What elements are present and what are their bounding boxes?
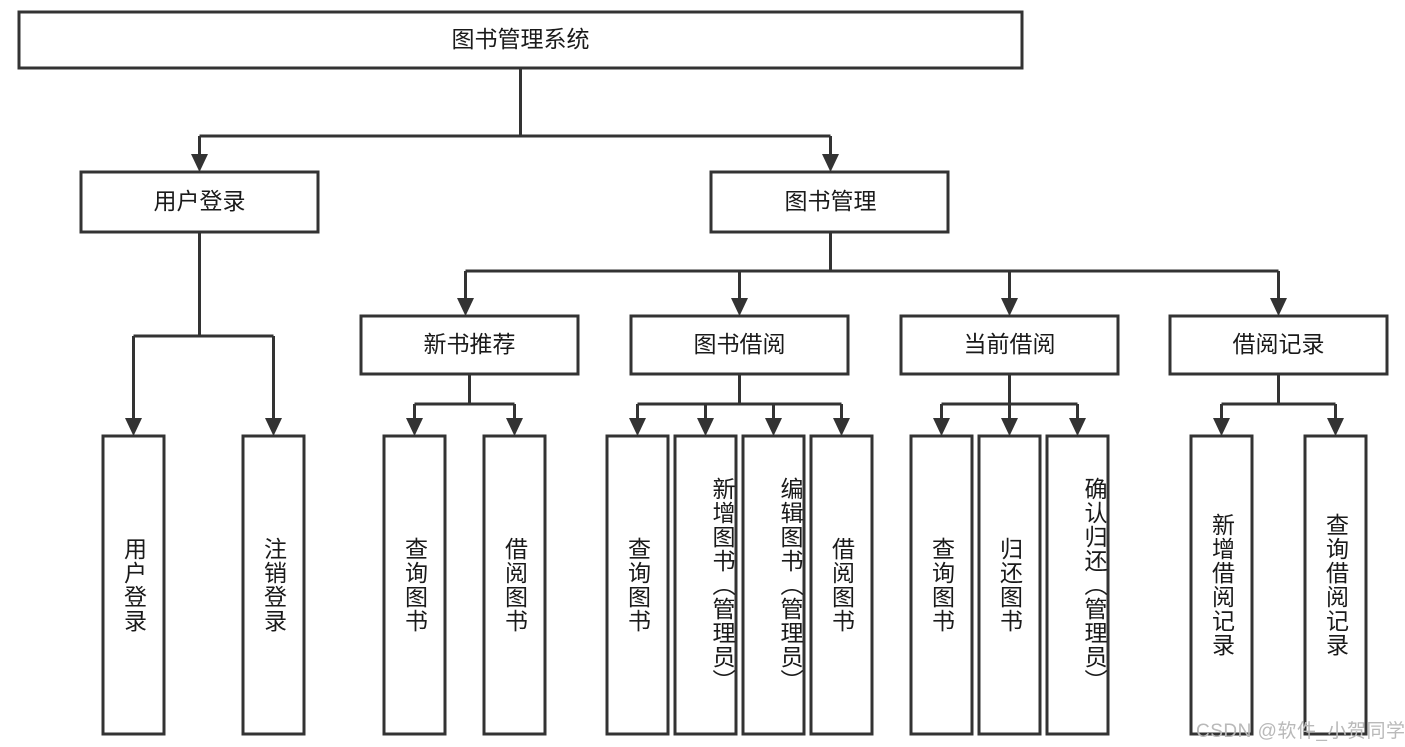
leaf-label-book-borrow-3: 借阅图书 [828,537,855,633]
leaf-label-new-book-1: 借阅图书 [501,537,528,633]
arrow-book-mgmt-to-l3-1 [731,298,748,316]
connector-group [125,68,1344,436]
leaf-box-book-borrow-2[interactable] [741,434,806,736]
node-current-borrow[interactable]: 当前借阅 [899,314,1120,376]
leaf-label-book-borrow-0: 查询图书 [624,537,651,633]
node-book-borrow-box[interactable] [629,314,850,376]
arrow-l3-2-leaf-1 [1001,418,1018,436]
node-book-management-label: 图书管理 [785,188,877,214]
leaf-box-book-borrow-0[interactable] [605,434,670,736]
arrow-l3-1-leaf-3 [833,418,850,436]
leaf-label-current-borrow-1: 归还图书 [996,537,1023,633]
node-new-book-recommend-box[interactable] [359,314,580,376]
leaf-box-new-book-1[interactable] [482,434,547,736]
leaf-box-new-book-0[interactable] [382,434,447,736]
arrow-l3-3-leaf-0 [1213,418,1230,436]
leaf-box-current-borrow-0[interactable] [909,434,974,736]
arrow-root-to-user-login [191,154,208,172]
leaf-label-book-borrow-1: 新增图书（管理员） [709,477,735,693]
leaf-label-book-borrow-2: 编辑图书（管理员） [777,477,803,693]
arrow-l3-2-leaf-2 [1069,418,1086,436]
arrow-book-mgmt-to-l3-0 [457,298,474,316]
node-borrow-record[interactable]: 借阅记录 [1168,314,1389,376]
arrow-l3-0-leaf-1 [506,418,523,436]
node-user-login-label: 用户登录 [154,188,246,214]
leaf-box-user-login-0[interactable] [101,434,166,736]
leaf-box-borrow-record-1[interactable] [1303,434,1368,736]
arrow-book-mgmt-to-l3-2 [1001,298,1018,316]
arrow-l3-2-leaf-0 [933,418,950,436]
leaf-label-user-login-1: 注销登录 [260,537,287,633]
node-borrow-record-label: 借阅记录 [1233,331,1325,357]
node-book-borrow[interactable]: 图书借阅 [629,314,850,376]
node-root-label: 图书管理系统 [452,26,590,52]
leaf-label-new-book-0: 查询图书 [401,537,428,633]
leaf-label-current-borrow-2: 确认归还（管理员） [1081,477,1107,693]
leaf-box-current-borrow-1[interactable] [977,434,1042,736]
node-borrow-record-box[interactable] [1168,314,1389,376]
leaf-box-book-borrow-1[interactable] [673,434,738,736]
leaf-label-borrow-record-0: 新增借阅记录 [1208,513,1235,657]
csdn-watermark: CSDN @软件_小贺同学 [1196,721,1405,742]
node-user-login[interactable]: 用户登录 [79,170,320,234]
arrow-l3-0-leaf-0 [406,418,423,436]
leaf-label-borrow-record-1: 查询借阅记录 [1322,513,1349,657]
node-new-book-recommend-label: 新书推荐 [424,331,516,357]
leaf-box-book-borrow-3[interactable] [809,434,874,736]
arrow-l3-1-leaf-1 [697,418,714,436]
leaf-box-borrow-record-0[interactable] [1189,434,1254,736]
arrow-book-mgmt-to-l3-3 [1270,298,1287,316]
arrow-l3-3-leaf-1 [1327,418,1344,436]
node-book-management[interactable]: 图书管理 [709,170,950,234]
arrow-l3-1-leaf-2 [765,418,782,436]
arrow-user-login-leaf-1 [265,418,282,436]
node-current-borrow-box[interactable] [899,314,1120,376]
arrow-user-login-leaf-0 [125,418,142,436]
leaf-box-user-login-1[interactable] [241,434,306,736]
leaf-label-user-login-0: 用户登录 [120,537,147,633]
node-new-book-recommend[interactable]: 新书推荐 [359,314,580,376]
leaf-label-current-borrow-0: 查询图书 [928,537,955,633]
node-user-login-box[interactable] [79,170,320,234]
node-book-management-box[interactable] [709,170,950,234]
node-current-borrow-label: 当前借阅 [964,331,1056,357]
node-root[interactable]: 图书管理系统 [17,10,1024,70]
node-book-borrow-label: 图书借阅 [694,331,786,357]
node-root-box[interactable] [17,10,1024,70]
arrow-l3-1-leaf-0 [629,418,646,436]
arrow-root-to-book-mgmt [822,154,839,172]
leaf-box-current-borrow-2[interactable] [1045,434,1110,736]
